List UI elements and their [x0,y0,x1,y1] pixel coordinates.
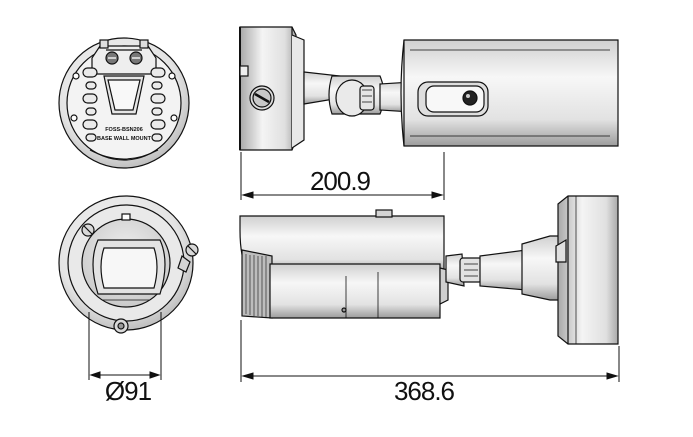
dimension-diameter: Ø91 [105,376,152,406]
dimension-line-diameter [88,312,162,380]
side-view-top [239,26,619,151]
front-view [58,195,199,334]
mount-plate-label-2: BASE WALL MOUNT [97,136,152,142]
side-view-bottom [239,195,619,345]
dimension-total-length: 368.6 [394,376,455,406]
mount-plate-view [58,37,190,169]
mount-plate-label-1: FOSS-BSN206 [105,127,143,133]
dimension-bracket-length: 200.9 [310,166,371,196]
dimension-line-total [240,320,620,382]
dimension-line-bracket [240,152,445,200]
